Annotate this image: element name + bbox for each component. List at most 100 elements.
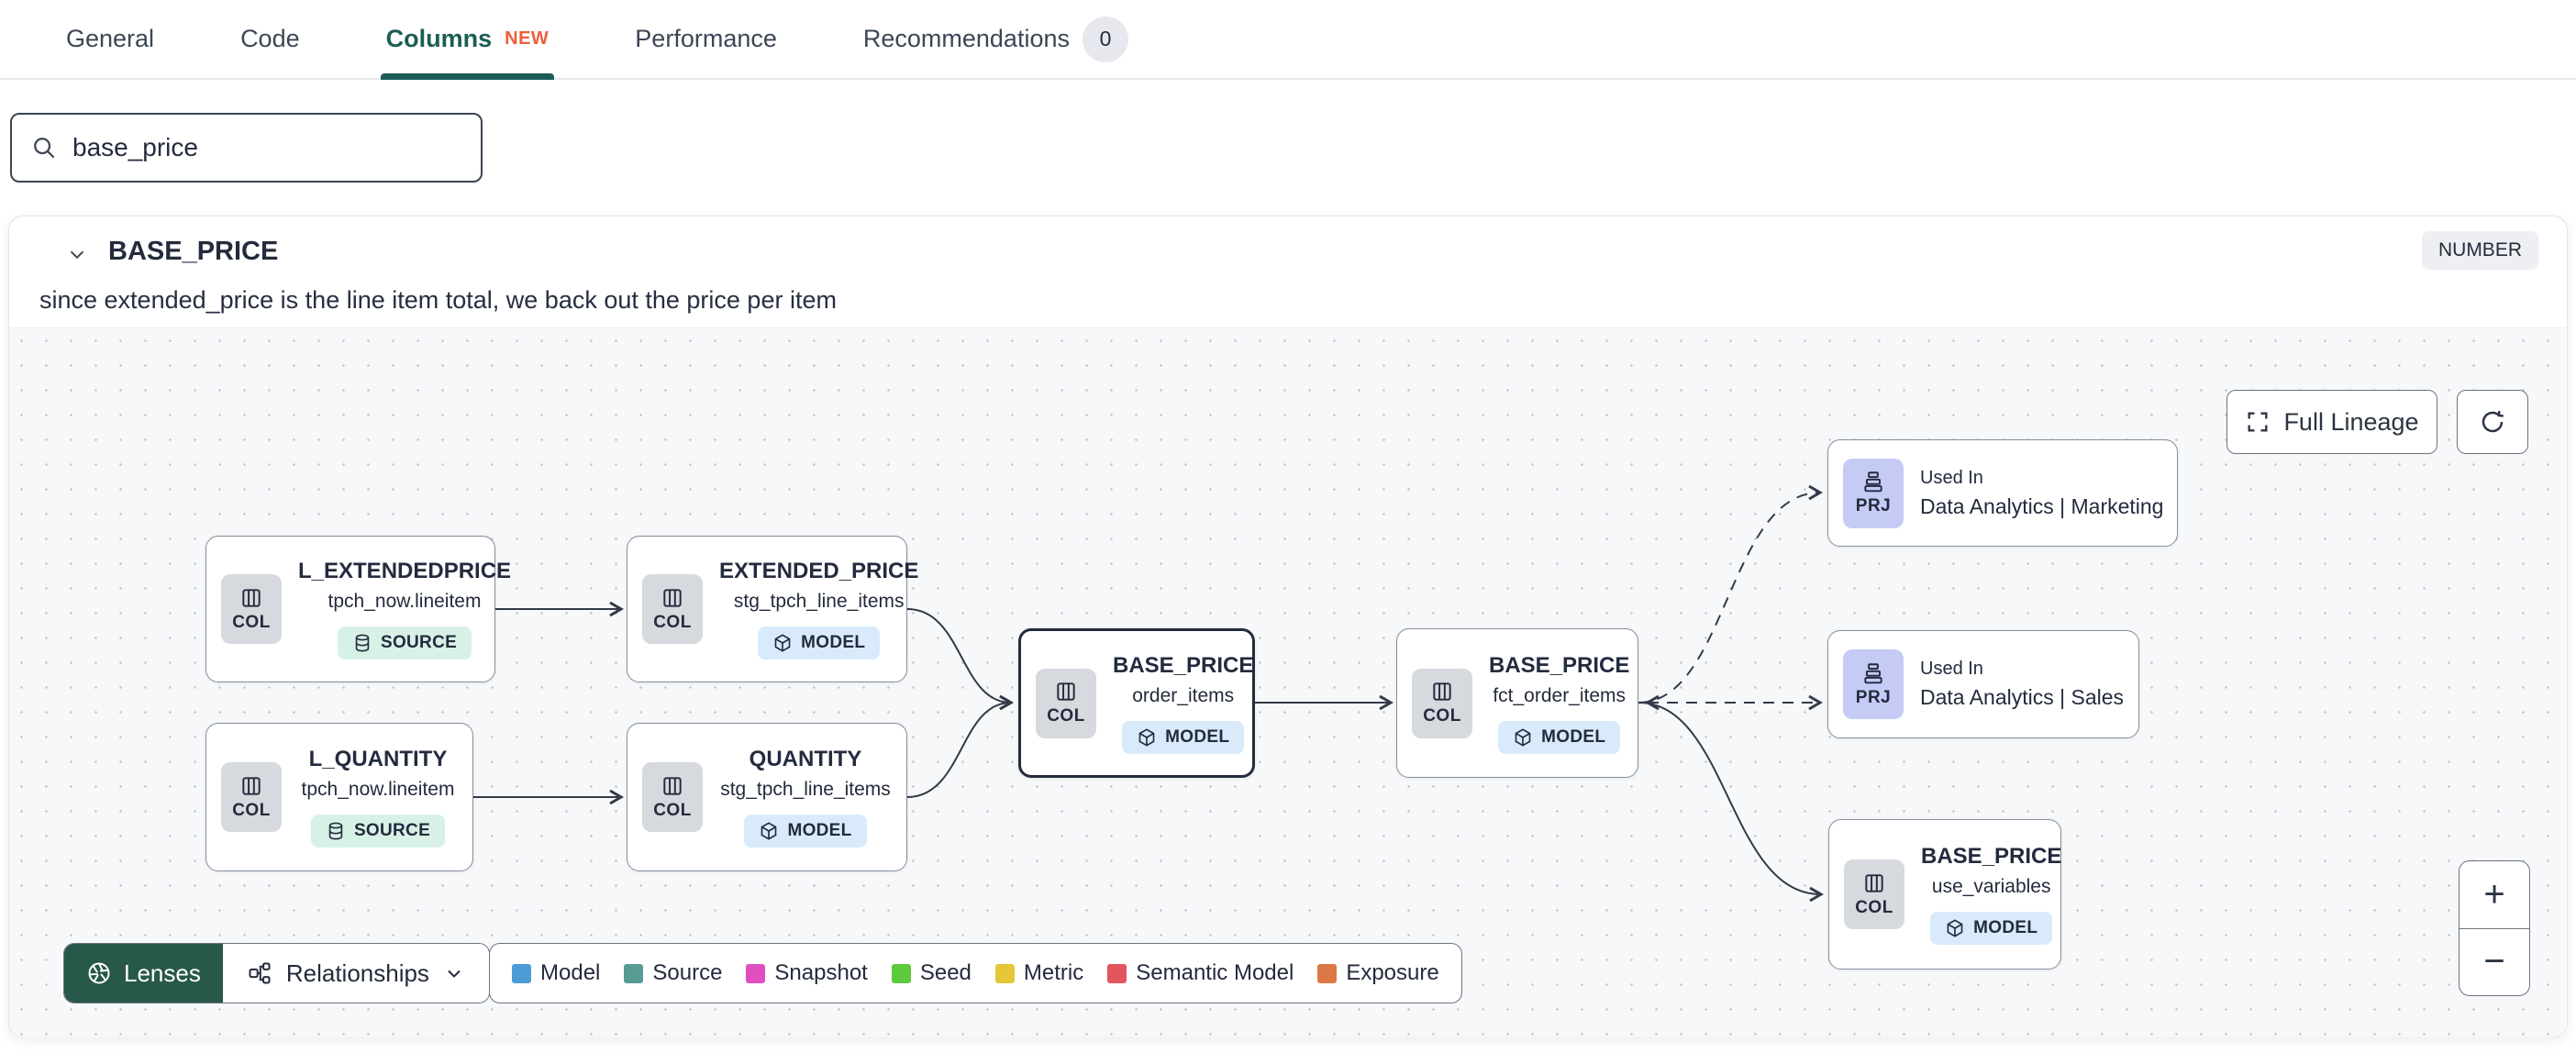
columns-icon — [1057, 682, 1075, 701]
legend-label: Metric — [1023, 960, 1084, 985]
legend-label: Source — [652, 960, 723, 985]
cube-icon — [1138, 727, 1155, 747]
lineage-node-used-in-sales[interactable]: PRJ Used In Data Analytics | Sales — [1827, 630, 2139, 738]
column-chip: COL — [1844, 859, 1904, 929]
project-chip: PRJ — [1843, 458, 1904, 528]
lineage-canvas[interactable]: COL L_EXTENDEDPRICE tpch_now.lineitem SO… — [9, 327, 2566, 1037]
badge-label: MODEL — [1165, 726, 1230, 747]
column-chip: COL — [642, 574, 703, 644]
lenses-button[interactable]: Lenses — [64, 944, 223, 1003]
column-search[interactable] — [10, 113, 483, 183]
legend-item-snapshot: Snapshot — [746, 960, 868, 986]
legend-swatch — [746, 963, 766, 983]
project-icon — [1864, 662, 1882, 683]
lineage-node-base-price-use-variables[interactable]: COL BASE_PRICE use_variables MODEL — [1828, 819, 2061, 970]
collapse-chevron-icon[interactable] — [61, 238, 93, 270]
zoom-out-button[interactable]: − — [2483, 941, 2505, 982]
lineage-node-l-extendedprice[interactable]: COL L_EXTENDEDPRICE tpch_now.lineitem SO… — [205, 536, 511, 682]
tab-general[interactable]: General — [66, 0, 154, 78]
cube-icon — [1947, 919, 1963, 937]
legend-label: Seed — [919, 960, 972, 985]
column-description: since extended_price is the line item to… — [39, 286, 837, 314]
node-body: BASE_PRICE order_items MODEL — [1113, 653, 1253, 754]
legend-item-source: Source — [624, 960, 722, 986]
badge-label: MODEL — [1541, 726, 1606, 747]
node-body: QUANTITY stg_tpch_line_items MODEL — [719, 747, 892, 848]
lenses-label: Lenses — [124, 959, 201, 987]
relationships-label: Relationships — [285, 959, 429, 987]
chevron-down-icon — [448, 970, 461, 978]
node-title: QUANTITY — [749, 747, 862, 771]
node-subtitle: stg_tpch_line_items — [733, 591, 905, 612]
new-badge: NEW — [505, 28, 550, 49]
columns-icon — [242, 776, 261, 795]
legend-swatch — [624, 963, 644, 983]
node-title: BASE_PRICE — [1489, 652, 1630, 678]
legend-swatch — [891, 963, 911, 983]
chip-label: PRJ — [1855, 496, 1892, 515]
legend-swatch — [994, 963, 1015, 983]
full-lineage-button[interactable]: Full Lineage — [2226, 390, 2437, 454]
column-chip: COL — [221, 574, 282, 644]
column-chip: COL — [1412, 668, 1472, 738]
lineage-node-l-quantity[interactable]: COL L_QUANTITY tpch_now.lineitem SOURCE — [205, 723, 473, 871]
chip-label: COL — [1855, 897, 1893, 917]
node-subtitle: order_items — [1132, 684, 1235, 706]
refresh-button[interactable] — [2457, 390, 2528, 454]
chip-label: COL — [232, 800, 271, 820]
lineage-node-used-in-marketing[interactable]: PRJ Used In Data Analytics | Marketing — [1827, 439, 2178, 547]
legend-item-metric: Metric — [994, 960, 1084, 986]
legend-swatch — [1317, 963, 1338, 983]
node-title: BASE_PRICE — [1113, 652, 1254, 678]
columns-icon — [1433, 682, 1451, 701]
resource-legend: Model Source Snapshot Seed Metric Semant… — [489, 943, 1462, 1003]
expand-icon — [2248, 412, 2268, 432]
search-input[interactable] — [72, 133, 462, 162]
columns-icon — [1865, 873, 1883, 892]
node-body: L_EXTENDEDPRICE tpch_now.lineitem SOURCE — [298, 559, 511, 660]
node-body: Used In Data Analytics | Marketing — [1920, 468, 2163, 519]
canvas-toolbar: Lenses Relationships — [63, 943, 490, 1003]
badge-label: MODEL — [1973, 918, 2038, 937]
relationships-icon — [249, 962, 271, 984]
lineage-node-quantity[interactable]: COL QUANTITY stg_tpch_line_items MODEL — [627, 723, 907, 871]
count-badge: 0 — [1083, 16, 1128, 62]
lineage-node-extended-price[interactable]: COL EXTENDED_PRICE stg_tpch_line_items M… — [627, 536, 918, 682]
columns-icon — [242, 588, 261, 607]
resource-badge: SOURCE — [337, 626, 472, 660]
legend-item-seed: Seed — [891, 960, 972, 986]
zoom-controls: + − — [2459, 860, 2530, 996]
column-chip: COL — [221, 762, 282, 832]
chip-label: COL — [653, 612, 692, 632]
tab-columns[interactable]: Columns NEW — [380, 0, 554, 80]
lineage-node-base-price-order-items[interactable]: COL BASE_PRICE order_items MODEL — [1018, 628, 1255, 778]
node-subtitle: stg_tpch_line_items — [720, 779, 891, 800]
node-body: EXTENDED_PRICE stg_tpch_line_items MODEL — [719, 559, 918, 660]
chip-label: COL — [653, 800, 692, 820]
tab-label: Performance — [635, 25, 777, 52]
node-subtitle: use_variables — [1931, 876, 2051, 897]
tab-performance[interactable]: Performance — [635, 0, 777, 78]
node-body: L_QUANTITY tpch_now.lineitem SOURCE — [298, 747, 458, 848]
node-title: EXTENDED_PRICE — [719, 559, 919, 583]
badge-label: SOURCE — [353, 821, 431, 840]
full-lineage-label: Full Lineage — [2283, 407, 2419, 436]
node-title: L_QUANTITY — [308, 747, 448, 771]
tab-code[interactable]: Code — [240, 0, 300, 78]
columns-icon — [663, 588, 682, 607]
node-subtitle: fct_order_items — [1493, 684, 1627, 706]
project-icon — [1864, 471, 1882, 493]
zoom-in-button[interactable]: + — [2459, 861, 2529, 929]
legend-label: Semantic Model — [1136, 960, 1294, 985]
column-chip: COL — [642, 762, 703, 832]
relationships-dropdown[interactable]: Relationships — [222, 944, 489, 1003]
tab-label: General — [66, 25, 155, 52]
search-icon — [34, 138, 55, 159]
tab-recommendations[interactable]: Recommendations 0 — [863, 0, 1128, 78]
resource-badge: MODEL — [1930, 912, 2053, 945]
tab-bar: General Code Columns NEW Performance Rec… — [0, 0, 2576, 80]
chip-label: PRJ — [1855, 687, 1892, 707]
node-title: L_EXTENDEDPRICE — [298, 559, 512, 583]
lineage-node-base-price-fct-order-items[interactable]: COL BASE_PRICE fct_order_items MODEL — [1396, 628, 1638, 778]
tab-label: Columns — [385, 25, 493, 52]
